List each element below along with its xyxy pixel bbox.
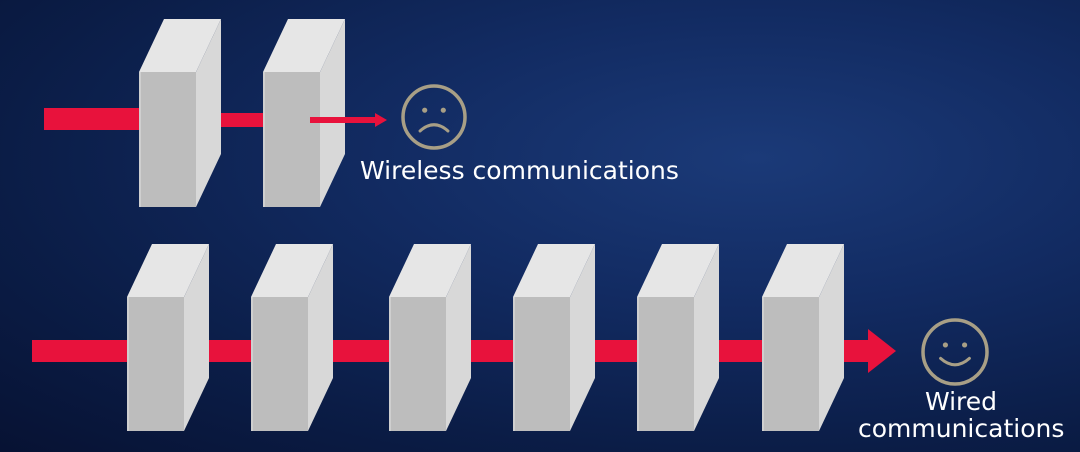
wireless-signal-segment bbox=[44, 108, 140, 130]
wireless-signal-segment bbox=[310, 117, 375, 123]
wall-panel bbox=[263, 19, 345, 207]
wireless-signal-arrowhead bbox=[375, 113, 387, 127]
smiley-face-icon bbox=[921, 318, 989, 386]
wall-panel bbox=[513, 244, 595, 431]
wall-panel bbox=[251, 244, 333, 431]
wired-signal-segment bbox=[32, 340, 128, 362]
wired-communications-label: Wired communications bbox=[858, 388, 1064, 442]
wired-label-line2: communications bbox=[858, 414, 1065, 443]
wall-panel bbox=[139, 19, 221, 207]
wall-panel bbox=[762, 244, 844, 431]
wireless-signal-row bbox=[44, 19, 467, 207]
wall-panel bbox=[127, 244, 209, 431]
sad-face-icon bbox=[401, 84, 467, 150]
wall-panel bbox=[637, 244, 719, 431]
wired-signal-row bbox=[32, 244, 989, 431]
wired-signal-arrowhead bbox=[868, 329, 896, 373]
wireless-communications-label: Wireless communications bbox=[360, 156, 679, 185]
wired-label-line1: Wired bbox=[924, 387, 998, 416]
wall-panel bbox=[389, 244, 471, 431]
